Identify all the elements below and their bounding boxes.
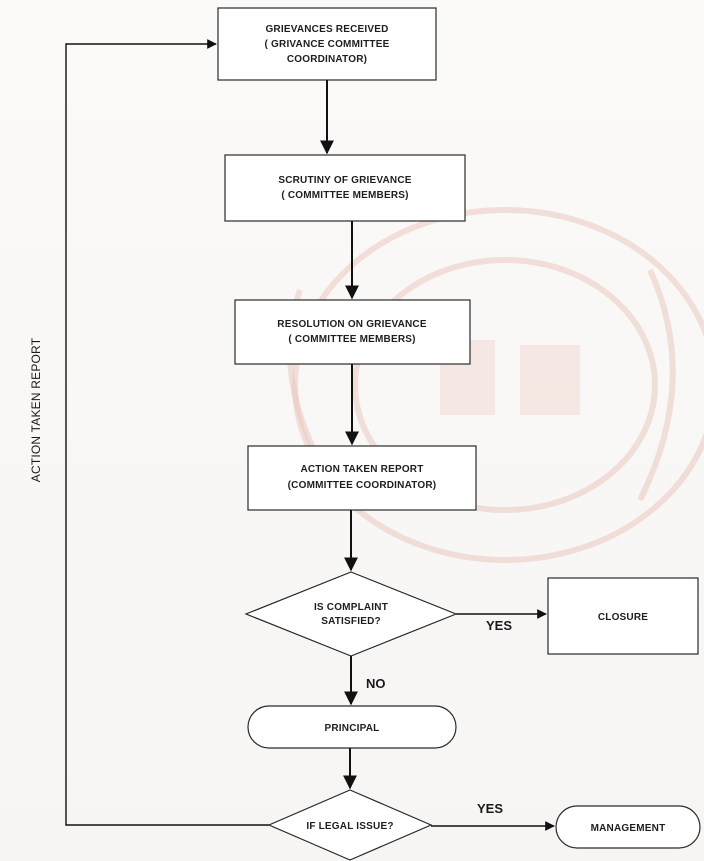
node-scrutiny: SCRUTINY OF GRIEVANCE ( COMMITTEE MEMBER… — [224, 154, 466, 222]
edge-label-no: NO — [366, 676, 386, 691]
node-text: ( COMMITTEE MEMBERS) — [288, 334, 415, 345]
node-grievances-received: GRIEVANCES RECEIVED ( GRIVANCE COMMITTEE… — [217, 7, 437, 81]
feedback-label: ACTION TAKEN REPORT — [29, 337, 43, 482]
edge-label-yes: YES — [486, 618, 512, 633]
node-text: COORDINATOR) — [287, 54, 367, 65]
node-management: MANAGEMENT — [555, 805, 701, 849]
node-text: ( COMMITTEE MEMBERS) — [281, 190, 408, 201]
arrow-feedback-loop — [65, 39, 269, 826]
node-text: RESOLUTION ON GRIEVANCE — [277, 319, 427, 330]
node-principal: PRINCIPAL — [247, 705, 457, 749]
node-text: ( GRIVANCE COMMITTEE — [265, 39, 390, 50]
node-text: CLOSURE — [598, 612, 648, 623]
node-if-legal-issue: IF LEGAL ISSUE? — [267, 789, 433, 861]
node-text: GRIEVANCES RECEIVED — [265, 24, 388, 35]
node-is-complaint-satisfied: IS COMPLAINT SATISFIED? — [244, 571, 458, 657]
watermark-seal — [287, 207, 704, 563]
node-text: PRINCIPAL — [325, 723, 380, 734]
node-text: SATISFIED? — [321, 616, 381, 627]
node-action-taken-report: ACTION TAKEN REPORT (COMMITTEE COORDINAT… — [247, 445, 477, 511]
node-text: IS COMPLAINT — [314, 602, 388, 613]
node-text: MANAGEMENT — [591, 823, 666, 834]
edge-label-yes: YES — [477, 801, 503, 816]
node-text: ACTION TAKEN REPORT — [300, 464, 423, 475]
node-text: IF LEGAL ISSUE? — [306, 821, 393, 832]
node-resolution: RESOLUTION ON GRIEVANCE ( COMMITTEE MEMB… — [234, 299, 471, 365]
node-text: (COMMITTEE COORDINATOR) — [288, 480, 437, 491]
node-closure: CLOSURE — [547, 577, 699, 655]
node-text: SCRUTINY OF GRIEVANCE — [278, 175, 411, 186]
